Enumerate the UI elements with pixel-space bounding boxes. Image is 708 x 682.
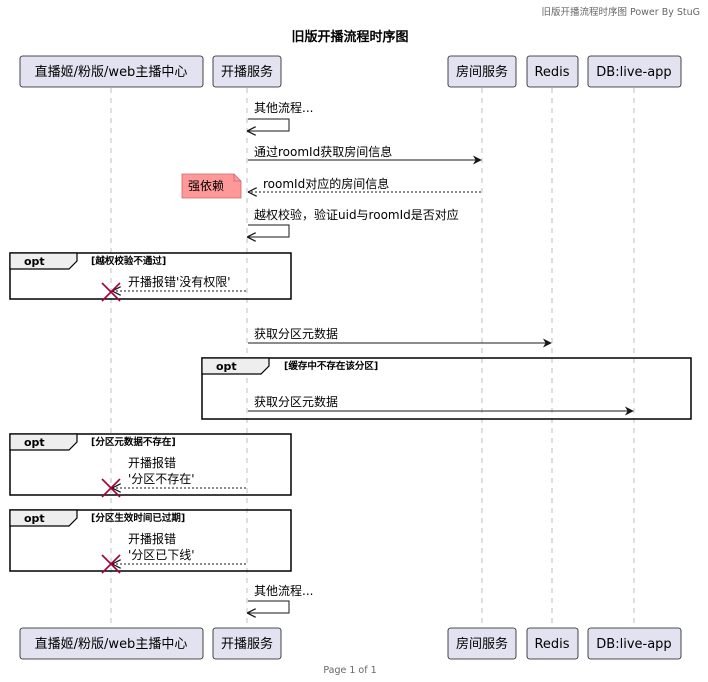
- participant-redis-bottom[interactable]: Redis: [526, 627, 579, 660]
- participant-live-service-label: 开播服务: [221, 64, 273, 80]
- page-indicator: Page 1 of 1: [323, 665, 376, 676]
- participant-redis-label: Redis: [534, 65, 569, 80]
- destroy-x-icon: [101, 478, 121, 498]
- message-no-permission-error: 开播报错'没有权限': [101, 274, 246, 302]
- message-label-line2: '分区不存在': [128, 472, 195, 486]
- message-label-line1: 开播报错: [128, 531, 176, 546]
- participant-room-service-label: 房间服务: [456, 64, 508, 80]
- participant-db-label: DB:live-app: [596, 65, 671, 80]
- message-other-flow-1: 其他流程...: [248, 100, 313, 131]
- destroy-x-icon: [101, 554, 121, 574]
- frame-condition: [越权校验不通过]: [91, 255, 166, 267]
- destroy-x-icon: [101, 282, 121, 302]
- participant-client-bottom[interactable]: 直播姬/粉版/web主播中心: [19, 627, 204, 660]
- participant-redis[interactable]: Redis: [526, 55, 579, 88]
- participant-room-service[interactable]: 房间服务: [447, 55, 517, 88]
- frame-condition: [分区元数据不存在]: [91, 436, 176, 448]
- participants-bottom: 直播姬/粉版/web主播中心 开播服务 房间服务 Redis DB:live-a…: [19, 627, 682, 660]
- message-other-flow-2: 其他流程...: [248, 583, 313, 613]
- message-partition-expired-error: 开播报错 '分区已下线': [101, 531, 246, 574]
- message-label: 通过roomId获取房间信息: [254, 144, 392, 159]
- message-label-line1: 开播报错: [128, 455, 176, 470]
- header-caption: 旧版开播流程时序图 Power By StuG: [541, 6, 700, 18]
- message-label: 其他流程...: [254, 100, 313, 115]
- participant-client-label: 直播姬/粉版/web主播中心: [35, 65, 188, 80]
- message-get-partition-redis: 获取分区元数据: [248, 326, 552, 348]
- frame-condition: [缓存中不存在该分区]: [284, 360, 378, 372]
- note-strong-dependency: 强依赖: [181, 173, 242, 199]
- participant-live-service-label: 开播服务: [221, 636, 273, 652]
- frame-condition: [分区生效时间已过期]: [91, 512, 185, 524]
- frame-label: opt: [24, 255, 45, 268]
- diagram-title: 旧版开播流程时序图: [291, 29, 408, 45]
- participant-client[interactable]: 直播姬/粉版/web主播中心: [19, 55, 204, 88]
- message-label: 其他流程...: [254, 583, 313, 598]
- opt-frame-no-permission: opt [越权校验不通过]: [9, 252, 292, 300]
- participant-room-service-label: 房间服务: [456, 636, 508, 652]
- message-get-room-info: 通过roomId获取房间信息: [248, 144, 482, 165]
- opt-frame-partition-expired: opt [分区生效时间已过期]: [9, 509, 292, 572]
- message-room-info-return: roomId对应的房间信息: [249, 176, 481, 192]
- participant-client-label: 直播姬/粉版/web主播中心: [35, 637, 188, 652]
- note-text: 强依赖: [188, 178, 224, 193]
- message-partition-missing-error: 开播报错 '分区不存在': [101, 455, 246, 498]
- opt-frame-cache-miss: opt [缓存中不存在该分区]: [201, 357, 692, 420]
- message-label-line2: '分区已下线': [128, 548, 195, 562]
- participant-live-service[interactable]: 开播服务: [212, 55, 282, 88]
- frame-label: opt: [216, 360, 237, 373]
- message-get-partition-db: 获取分区元数据: [248, 394, 634, 416]
- message-label: 获取分区元数据: [254, 394, 338, 409]
- participants-top: 直播姬/粉版/web主播中心 开播服务 房间服务 Redis DB:live-a…: [19, 55, 682, 88]
- participant-db-label: DB:live-app: [596, 637, 671, 652]
- participant-live-service-bottom[interactable]: 开播服务: [212, 627, 282, 660]
- message-label: roomId对应的房间信息: [263, 176, 389, 191]
- message-label: 开播报错'没有权限': [128, 274, 231, 289]
- participant-redis-label: Redis: [534, 637, 569, 652]
- opt-frame-partition-missing: opt [分区元数据不存在]: [9, 433, 292, 496]
- message-auth-check: 越权校验，验证uid与roomId是否对应: [248, 207, 459, 237]
- frame-label: opt: [24, 512, 45, 525]
- frame-label: opt: [24, 436, 45, 449]
- message-label: 获取分区元数据: [254, 326, 338, 341]
- participant-db[interactable]: DB:live-app: [587, 55, 682, 88]
- participant-room-service-bottom[interactable]: 房间服务: [447, 627, 517, 660]
- message-label: 越权校验，验证uid与roomId是否对应: [254, 207, 459, 222]
- participant-db-bottom[interactable]: DB:live-app: [587, 627, 682, 660]
